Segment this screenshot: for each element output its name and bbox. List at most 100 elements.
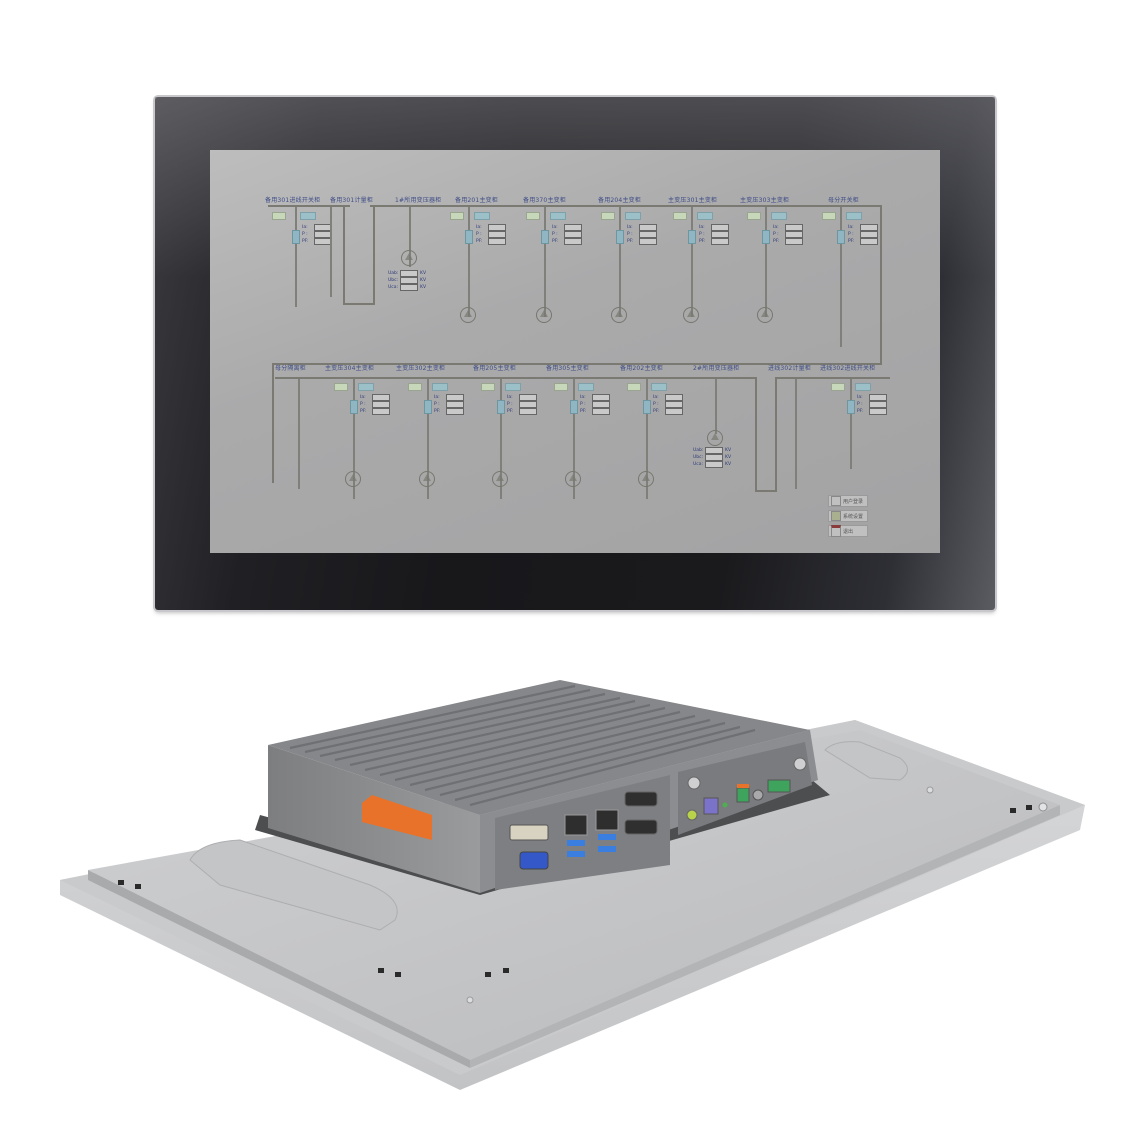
status-tag [747, 212, 761, 220]
orange-latch [362, 795, 432, 840]
usb3-port-1 [567, 840, 585, 846]
feeder-line [353, 379, 355, 499]
status-tag [408, 383, 422, 391]
user-login-button[interactable]: 用户登录 [828, 495, 868, 507]
tie-line [755, 377, 757, 492]
cabinet-title: 备用205主变柜 [473, 365, 517, 372]
status-tag [627, 383, 641, 391]
vent-slots [118, 805, 1032, 977]
embossed-pad-left [189, 839, 398, 931]
feeder-line [573, 379, 575, 499]
transformer-symbol [683, 307, 699, 323]
busbar-top [370, 205, 880, 207]
feeder-line [850, 379, 852, 469]
status-tag [474, 212, 490, 220]
status-tag [554, 383, 568, 391]
cabinet-title: 进线302进线开关柜 [820, 365, 876, 372]
dc-power-connector [767, 779, 791, 793]
measure-block: Ia: P : PF: [580, 394, 610, 415]
measure-block: Ia: P : PF: [627, 224, 657, 245]
status-tag [601, 212, 615, 220]
transformer-symbol [345, 471, 361, 487]
breaker-symbol [350, 400, 358, 414]
voltage-block: Uab:KV Ubc:KV Uca:KV [388, 270, 427, 291]
system-settings-button[interactable]: 系统设置 [828, 510, 868, 522]
feeder-line [646, 379, 648, 499]
feeder-line [468, 207, 470, 317]
breaker-symbol [465, 230, 473, 244]
cabinet-title: 主变压303主变柜 [740, 197, 790, 204]
cabinet-title: 母分开关柜 [828, 197, 860, 204]
terminal-block-top [737, 784, 749, 788]
status-tag [855, 383, 871, 391]
feeder-line [691, 207, 693, 317]
user-login-icon [831, 496, 841, 506]
cabinet-title: 进线302计量柜 [768, 365, 812, 372]
transformer-symbol [401, 250, 417, 266]
feeder-line [427, 379, 429, 499]
measure-block: Ia: P : PF: [552, 224, 582, 245]
usb3-port-3 [598, 834, 616, 840]
status-tag [481, 383, 495, 391]
power-button [752, 789, 764, 801]
vga-port [519, 851, 549, 870]
tie-line [272, 363, 274, 483]
feeder-line [500, 379, 502, 499]
cabinet-title: 主变压302主变柜 [396, 365, 446, 372]
tie-line [373, 205, 375, 305]
status-tag [550, 212, 566, 220]
feeder-line [298, 379, 300, 489]
status-tag [358, 383, 374, 391]
measure-block: Ia: P : PF: [507, 394, 537, 415]
thumb-screw [687, 776, 701, 790]
tie-line [775, 377, 777, 492]
cabinet-title: 备用301计量柜 [330, 197, 374, 204]
dvi-port [509, 824, 549, 841]
screw-icon [926, 786, 934, 794]
feeder-line [715, 379, 717, 434]
measure-block: Ia: P : PF: [653, 394, 683, 415]
screw-icon [466, 996, 474, 1004]
screw-icon [1038, 802, 1048, 812]
exit-button[interactable]: 退出 [828, 525, 868, 537]
transformer-symbol [611, 307, 627, 323]
breaker-symbol [292, 230, 300, 244]
status-tag [450, 212, 464, 220]
feeder-line [409, 207, 411, 267]
cabinet-title: 备用202主变柜 [620, 365, 664, 372]
status-tag [846, 212, 862, 220]
measure-block: Ia: P : PF: [857, 394, 887, 415]
com-port-1 [624, 791, 658, 807]
busbar-bottom [275, 377, 755, 379]
status-tag [822, 212, 836, 220]
breaker-symbol [762, 230, 770, 244]
status-tag [578, 383, 594, 391]
cabinet-title: 1#所用变压器柜 [395, 197, 442, 204]
status-tag [334, 383, 348, 391]
measure-block: Ia: P : PF: [699, 224, 729, 245]
usb3-port-4 [598, 846, 616, 852]
rear-frame [60, 720, 1085, 1090]
status-tag [697, 212, 713, 220]
terminal-block [736, 787, 750, 803]
exit-icon [831, 525, 841, 537]
feeder-line [765, 207, 767, 317]
breaker-symbol [497, 400, 505, 414]
breaker-symbol [570, 400, 578, 414]
breaker-symbol [541, 230, 549, 244]
lan-port-1 [564, 814, 588, 836]
feeder-line [330, 207, 332, 297]
status-tag [432, 383, 448, 391]
measure-block: Ia: P : PF: [434, 394, 464, 415]
status-tag [673, 212, 687, 220]
status-tag [300, 212, 316, 220]
status-tag [505, 383, 521, 391]
cabinet-title: 备用370主变柜 [523, 197, 567, 204]
transformer-symbol [638, 471, 654, 487]
feeder-line [619, 207, 621, 317]
usb3-port-2 [567, 851, 585, 857]
transformer-symbol [707, 430, 723, 446]
cabinet-title: 备用201主变柜 [455, 197, 499, 204]
com-port-2 [624, 819, 658, 835]
touch-screen[interactable]: 备用301进线开关柜 备用301计量柜 1#所用变压器柜 备用201主变柜 备用… [210, 150, 940, 553]
